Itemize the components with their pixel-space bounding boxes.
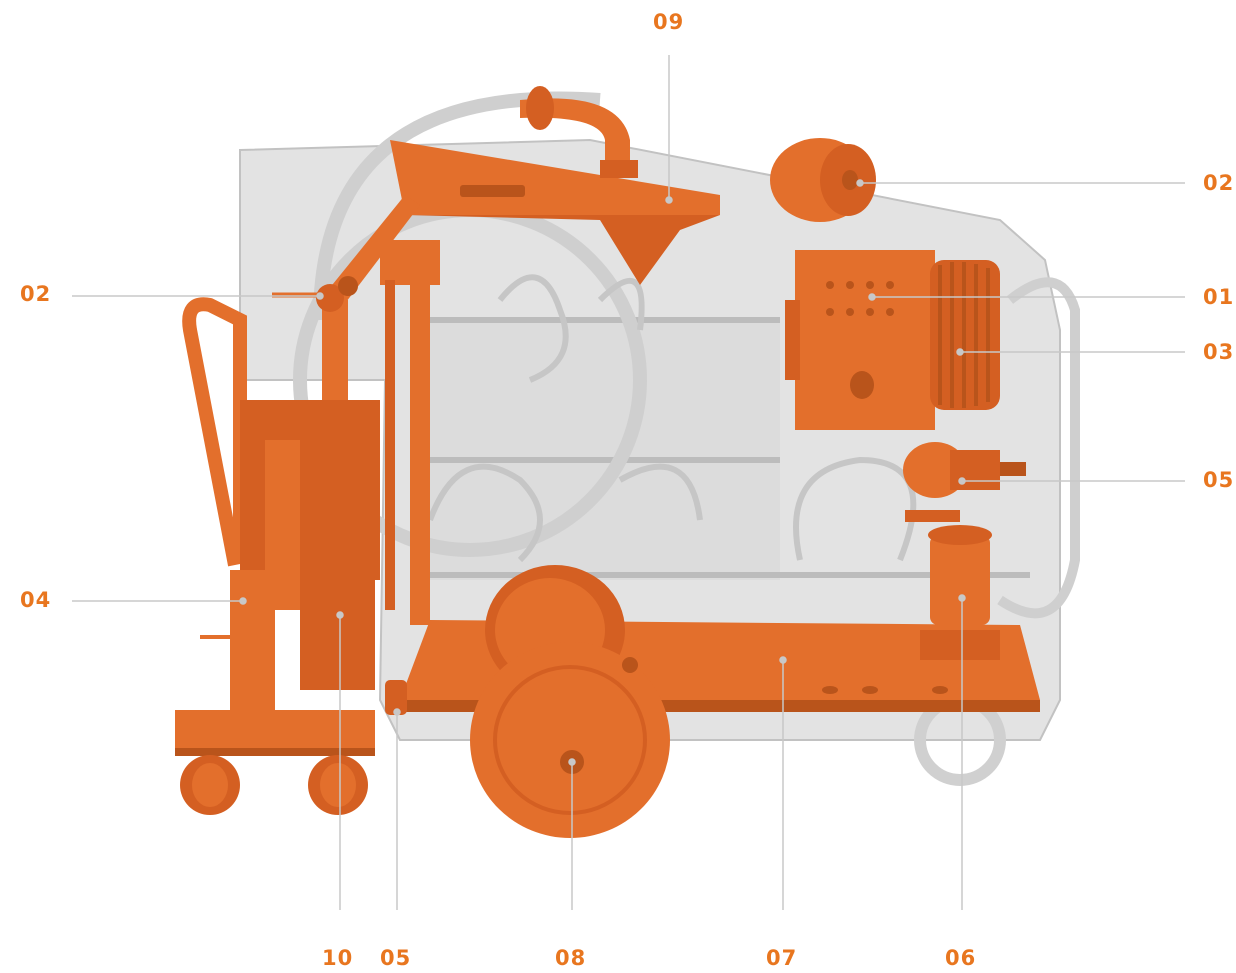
callout-10: 10 [322,946,354,970]
callout-06: 06 [945,946,977,970]
leader-lines [72,55,1185,910]
callout-02-left: 02 [20,282,52,306]
callout-08: 08 [555,946,587,970]
callout-09: 09 [653,10,685,34]
wheels [470,565,670,838]
callout-01: 01 [1203,285,1235,309]
callout-02-right: 02 [1203,171,1235,195]
callout-07: 07 [766,946,798,970]
motor-unit [785,250,1000,430]
trolley [175,297,380,815]
valve-unit [903,442,1026,522]
top-arm [390,86,720,285]
pump-cylinder [920,525,1000,675]
roll [770,138,876,222]
callout-05-bottom: 05 [380,946,412,970]
callout-04: 04 [20,588,52,612]
callout-05-right: 05 [1203,468,1235,492]
callout-03: 03 [1203,340,1235,364]
